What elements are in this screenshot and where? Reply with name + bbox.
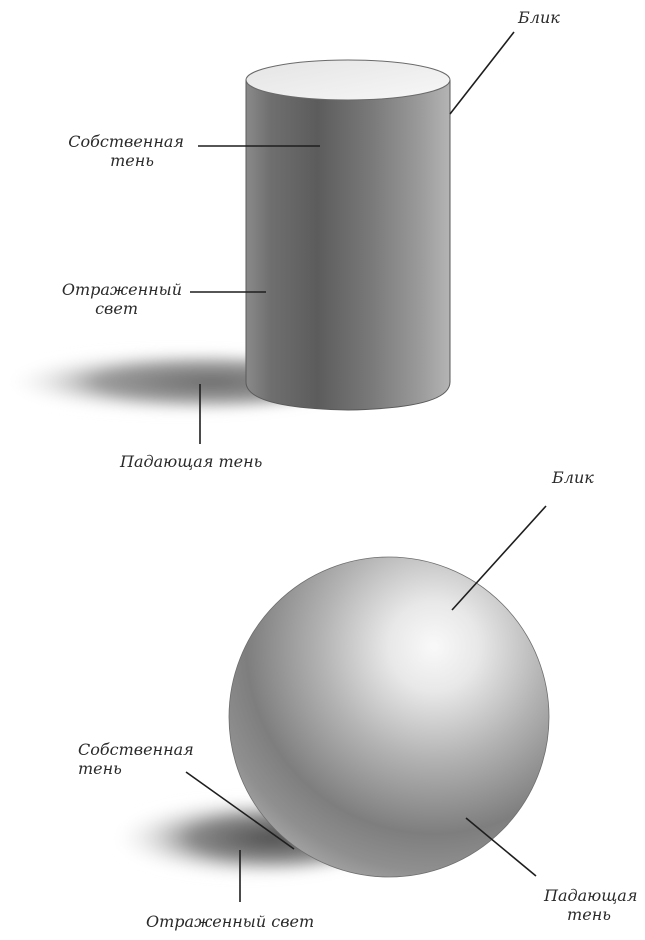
sphere-own-shadow-line-1: Собственная <box>78 740 194 759</box>
cylinder-top-highlight <box>246 60 450 100</box>
sphere-reflected-light-label: Отраженный свет <box>146 912 314 931</box>
cylinder-own-shadow-line-2: тень <box>66 151 184 170</box>
sphere-own-shadow-label: Собственная тень <box>78 740 194 778</box>
cylinder-cast-shadow-label: Падающая тень <box>120 452 262 471</box>
cylinder-own-shadow-label: Собственная тень <box>66 132 184 170</box>
cylinder-drawing <box>0 60 450 410</box>
sphere-cast-shadow-label: Падающая тень <box>544 886 634 924</box>
cylinder-own-shadow-line-1: Собственная <box>66 132 184 151</box>
sphere-own-shadow-line-2: тень <box>78 759 194 778</box>
sphere-cast-shadow-line-2: тень <box>544 905 634 924</box>
sphere-highlight-label: Блик <box>552 468 594 487</box>
cylinder-reflected-light-line-1: Отраженный <box>60 280 182 299</box>
sphere-cast-shadow-line-1: Падающая <box>544 886 634 905</box>
cylinder-highlight-label: Блик <box>518 8 560 27</box>
cylinder-reflected-light-label: Отраженный свет <box>60 280 182 318</box>
cylinder-reflected-light-line-2: свет <box>60 299 182 318</box>
sphere-highlight-leader <box>452 506 546 610</box>
cylinder-body <box>246 80 450 410</box>
sphere-drawing <box>110 557 549 877</box>
sphere-body <box>229 557 549 877</box>
cylinder-highlight-leader <box>450 32 514 114</box>
